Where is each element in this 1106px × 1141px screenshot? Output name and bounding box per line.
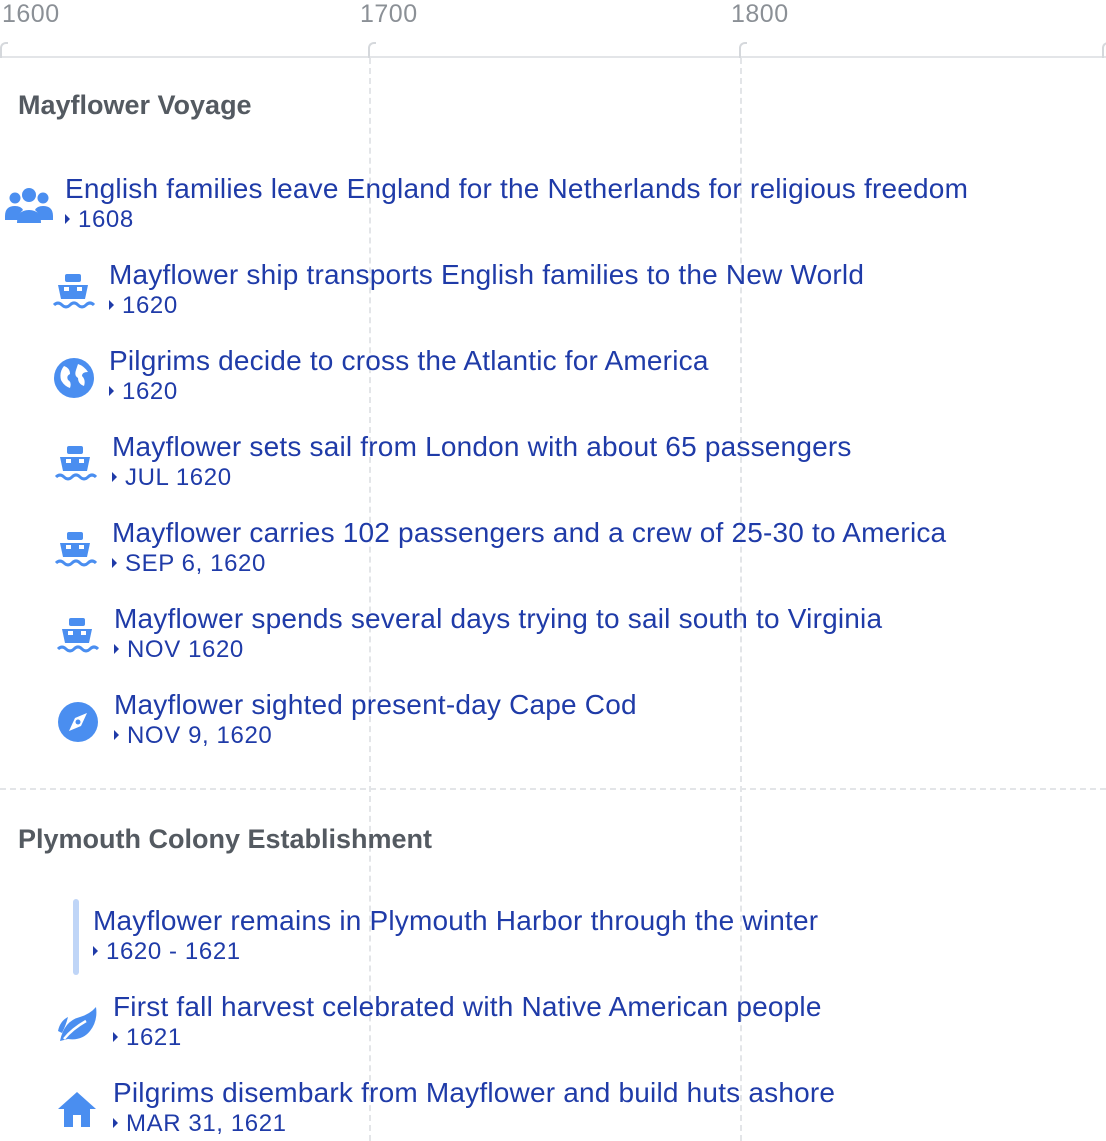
caret-icon [93, 945, 98, 956]
ship-icon [52, 441, 98, 487]
caret-icon [113, 1117, 118, 1128]
event-date-text: NOV 1620 [127, 636, 244, 663]
section-title: Plymouth Colony Establishment [18, 824, 433, 854]
timeline-event[interactable]: Mayflower ship transports English famili… [50, 259, 864, 321]
caret-icon [109, 385, 114, 396]
event-date: SEP 6, 1620 [112, 549, 946, 579]
gridline [369, 58, 371, 1141]
timeline-event[interactable]: First fall harvest celebrated with Nativ… [54, 991, 822, 1053]
timeline-event[interactable]: Mayflower carries 102 passengers and a c… [52, 517, 946, 579]
timeline-event[interactable]: Mayflower spends several days trying to … [54, 603, 882, 665]
event-title: Mayflower ship transports English famili… [109, 259, 865, 290]
event-title: First fall harvest celebrated with Nativ… [113, 991, 822, 1022]
leaf-icon [54, 1001, 100, 1047]
event-date: MAR 31, 1621 [113, 1109, 835, 1139]
timeline-event[interactable]: Mayflower sets sail from London with abo… [52, 431, 852, 493]
timeline-event[interactable]: Mayflower remains in Plymouth Harbor thr… [73, 899, 819, 975]
event-date-text: 1620 [122, 378, 178, 405]
axis-tick-label: 1800 [731, 0, 789, 28]
caret-icon [109, 299, 114, 310]
timeline-event[interactable]: English families leave England for the N… [4, 173, 968, 235]
event-title: Mayflower sighted present-day Cape Cod [114, 689, 637, 720]
event-date: 1620 - 1621 [93, 937, 818, 967]
event-date: 1621 [113, 1023, 822, 1053]
event-title: Mayflower spends several days trying to … [114, 603, 883, 634]
event-title: Pilgrims disembark from Mayflower and bu… [113, 1077, 836, 1108]
event-date-text: NOV 9, 1620 [127, 722, 273, 749]
event-title: Mayflower remains in Plymouth Harbor thr… [93, 905, 819, 936]
caret-icon [112, 557, 117, 568]
caret-icon [113, 1031, 118, 1042]
caret-icon [114, 729, 119, 740]
event-date: NOV 1620 [114, 635, 882, 665]
event-date-text: 1608 [78, 206, 134, 233]
event-title: Mayflower sets sail from London with abo… [112, 431, 852, 462]
axis-tick-mark [739, 42, 747, 58]
range-bar [73, 899, 79, 975]
caret-icon [112, 471, 117, 482]
event-date: JUL 1620 [112, 463, 852, 493]
ship-icon [52, 527, 98, 573]
event-date-text: JUL 1620 [125, 464, 232, 491]
event-date-text: MAR 31, 1621 [126, 1110, 287, 1137]
event-title: Mayflower carries 102 passengers and a c… [112, 517, 947, 548]
ship-icon [50, 269, 96, 315]
section-title: Mayflower Voyage [18, 90, 252, 120]
axis-tick-label: 1700 [360, 0, 418, 28]
timeline-axis: 1600 1700 1800 [0, 0, 1106, 58]
event-date-text: SEP 6, 1620 [125, 550, 266, 577]
timeline-event[interactable]: Pilgrims disembark from Mayflower and bu… [54, 1077, 835, 1139]
compass-icon [55, 699, 101, 745]
event-date: NOV 9, 1620 [114, 721, 637, 751]
timeline-event[interactable]: Pilgrims decide to cross the Atlantic fo… [51, 345, 709, 407]
section-divider [0, 788, 1106, 790]
axis-tick-mark [368, 42, 376, 58]
ship-icon [54, 613, 100, 659]
event-date-text: 1620 [122, 292, 178, 319]
caret-icon [65, 213, 70, 224]
gridline [740, 58, 742, 1141]
event-date: 1620 [109, 291, 864, 321]
caret-icon [114, 643, 119, 654]
event-title: English families leave England for the N… [65, 173, 969, 204]
event-date-text: 1620 - 1621 [106, 938, 241, 965]
axis-tick-label: 1600 [2, 0, 60, 28]
axis-tick-mark [0, 42, 8, 58]
people-icon [4, 183, 54, 229]
axis-tick-mark [1102, 42, 1106, 58]
event-date: 1608 [65, 205, 968, 235]
home-icon [54, 1087, 100, 1133]
timeline-event[interactable]: Mayflower sighted present-day Cape Cod N… [55, 689, 637, 751]
event-date: 1620 [109, 377, 709, 407]
event-title: Pilgrims decide to cross the Atlantic fo… [109, 345, 709, 376]
event-date-text: 1621 [126, 1024, 182, 1051]
globe-icon [51, 355, 97, 401]
